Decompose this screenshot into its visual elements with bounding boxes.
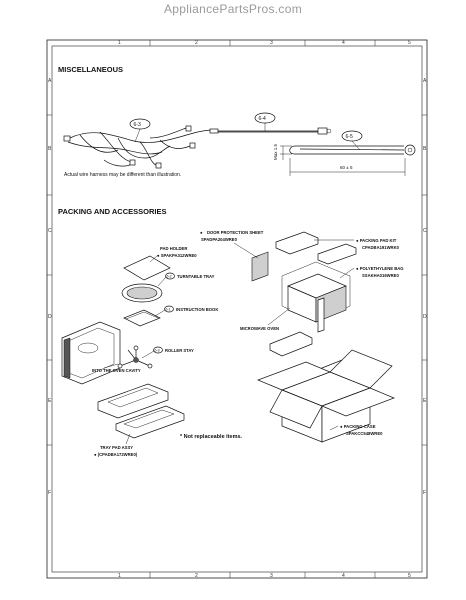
- callout-6-4-label: 6-4: [259, 116, 266, 122]
- harness-connector-mid: [129, 159, 136, 166]
- grid-col-top-3: 3: [270, 40, 273, 46]
- dim-height-label: Max 1.5: [273, 143, 278, 160]
- grid-col-top-4: 4: [342, 40, 345, 46]
- door-protection-sheet: [251, 251, 269, 282]
- harness-connector-left: [63, 135, 71, 142]
- grid-row-labels: A B C D E F A B C D E F: [48, 78, 427, 496]
- pad-holder: [123, 255, 171, 281]
- grid-col-bottom-1: 1: [118, 573, 121, 579]
- door-protection-callout: ●: [200, 230, 203, 235]
- packing-pad-kit: [275, 231, 357, 265]
- grid-col-bottom-4: 4: [342, 573, 345, 579]
- packing-pad-name: ● PACKING PAD KIT: [356, 238, 397, 243]
- callout-6-1: [164, 305, 174, 313]
- callout-6-3-packing: [153, 346, 163, 354]
- packing-pad-part: CPADBA191WRK0: [362, 245, 400, 250]
- callout-6-1-label: 6-1: [166, 308, 171, 312]
- misc-heading: MISCELLANEOUS: [58, 65, 123, 74]
- harness-connector-right-lower: [189, 142, 196, 149]
- callout-6-3-misc-label: 6-3: [134, 122, 141, 128]
- strap-dimensions: [280, 145, 406, 176]
- grid-row-right-e: E: [423, 398, 427, 404]
- grid-row-right-c: C: [423, 228, 427, 234]
- microwave-oven-label: MICROWAVE OVEN: [240, 326, 279, 331]
- dim-length-label: 60 ± 5: [340, 165, 353, 170]
- microwave-oven-box: [287, 273, 347, 323]
- grid-row-right-d: D: [423, 314, 427, 320]
- grid-column-ticks: [149, 40, 376, 578]
- site-header: AppliancePartsPros.com: [164, 2, 302, 16]
- callout-6-2: [165, 272, 175, 280]
- grid-row-left-f: F: [48, 490, 51, 496]
- harness-connector-right-upper: [185, 125, 192, 132]
- door-protection-name: DOOR PROTECTION SHEET: [207, 230, 264, 235]
- grid-row-ticks: [47, 114, 427, 446]
- inner-frame: [51, 45, 423, 573]
- pad-holder-part: ● SPAKPA312WRE0: [157, 253, 197, 258]
- grid-row-right-f: F: [423, 490, 426, 496]
- grid-row-left-a: A: [48, 78, 52, 84]
- harness-note: Actual wire harness may be different tha…: [64, 172, 181, 178]
- tray-pad-assy: [97, 383, 185, 439]
- roller-stay-name: ROLLER STAY: [165, 348, 194, 353]
- grid-col-bottom-5: 5: [408, 573, 411, 579]
- grid-row-left-e: E: [48, 398, 52, 404]
- roller-stay: [117, 345, 153, 369]
- grid-col-top-2: 2: [195, 40, 198, 46]
- instruction-book-name: INSTRUCTION BOOK: [176, 307, 218, 312]
- wire-harness-drawing: [63, 125, 215, 169]
- pad-holder-name: PAD HOLDER: [160, 246, 187, 251]
- polyethylene-bag: [281, 261, 351, 323]
- door-protection-part: SPADPA204WRE0: [201, 237, 238, 242]
- grid-col-bottom-2: 2: [195, 573, 198, 579]
- tray-pad-part: ● (CPADBA172WRE0): [94, 452, 138, 457]
- grid-col-top-5: 5: [408, 40, 411, 46]
- callout-6-5-label: 6-5: [346, 134, 353, 140]
- oven-cavity-drawing: [61, 321, 121, 385]
- grid-col-bottom-3: 3: [270, 573, 273, 579]
- ground-strap-drawing: [289, 144, 416, 156]
- packing-case-name: ● PACKING CASE: [340, 424, 376, 429]
- grid-row-left-c: C: [48, 228, 52, 234]
- grid-row-right-b: B: [423, 146, 427, 152]
- not-replaceable-note: * Not replaceable items.: [180, 434, 243, 440]
- tray-pad-name: TRAY PAD ASSY: [100, 445, 133, 450]
- packing-case-part: SPAKCC548WRE0: [346, 431, 383, 436]
- grid-column-labels: 1 2 3 4 5 1 2 3 4 5: [118, 40, 411, 579]
- polyethylene-bag-part: SSAKHA016WRE0: [362, 273, 399, 278]
- grid-col-top-1: 1: [118, 40, 121, 46]
- into-cavity-label: INTO THE OVEN CAVITY: [92, 368, 141, 373]
- polyethylene-bag-name: ● POLYETHYLENE BAG: [356, 266, 404, 271]
- grid-row-right-a: A: [423, 78, 427, 84]
- grid-row-left-d: D: [48, 314, 52, 320]
- harness-connector-bottom: [155, 162, 162, 169]
- packing-case: [257, 349, 395, 443]
- grid-row-left-b: B: [48, 146, 52, 152]
- outer-frame: [46, 39, 428, 579]
- instruction-book: [123, 309, 161, 327]
- lead-wire-drawing: [209, 127, 332, 135]
- callout-6-3-packing-label: 6-3: [155, 349, 160, 353]
- callout-6-2-label: 6-2: [167, 275, 172, 279]
- packing-heading: PACKING AND ACCESSORIES: [58, 207, 166, 216]
- turntable-tray-name: TURNTABLE TRAY: [177, 274, 215, 279]
